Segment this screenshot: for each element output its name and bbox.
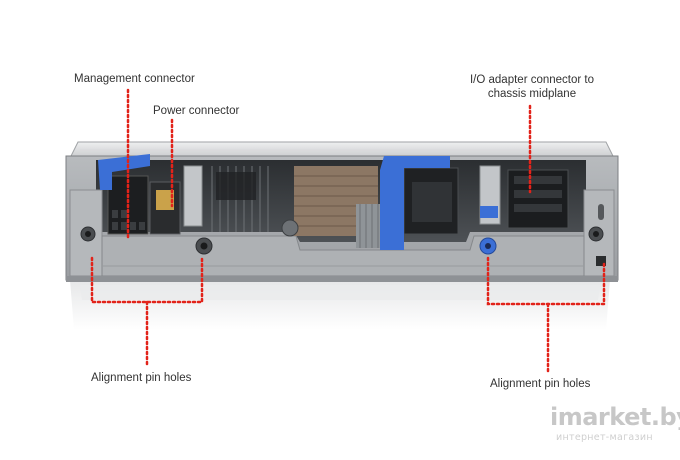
floor-reflection (70, 280, 610, 330)
watermark-tagline: интернет-магазин (556, 432, 653, 443)
label-management-connector: Management connector (74, 73, 195, 85)
watermark-brand: imarket.by (550, 403, 680, 431)
alignment-pin-holes (80, 204, 606, 266)
blue-release-levers (98, 154, 498, 250)
label-alignment-pin-holes-right: Alignment pin holes (490, 378, 591, 390)
label-alignment-pin-holes-left: Alignment pin holes (91, 372, 192, 384)
label-io-adapter-line2: chassis midplane (487, 88, 577, 100)
label-io-adapter-connector: I/O adapter connector to chassis midplan… (452, 73, 612, 101)
callout-lines (90, 88, 606, 374)
callout-bracket-right (486, 256, 606, 306)
label-power-connector: Power connector (153, 105, 240, 117)
label-io-adapter-line1: I/O adapter connector to (469, 74, 595, 86)
